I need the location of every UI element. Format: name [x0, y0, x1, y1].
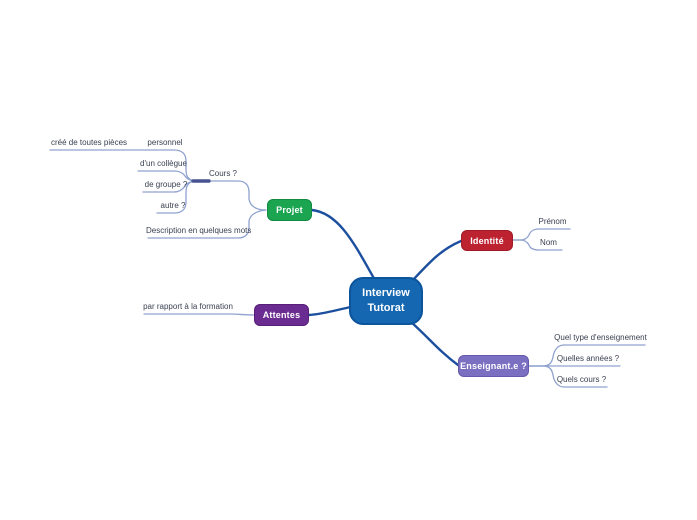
- leaf-prenom[interactable]: Prénom: [538, 217, 567, 226]
- leaf-attente-formation[interactable]: par rapport à la formation: [143, 302, 233, 311]
- edge-identite-prenom: [512, 228, 571, 241]
- edge-center-projet: [310, 208, 378, 284]
- central-topic-line2: Tutorat: [367, 302, 405, 314]
- leaf-quels-cours[interactable]: Quels cours ?: [556, 375, 607, 384]
- branch-node-enseignant[interactable]: Enseignant.e ?: [458, 355, 529, 377]
- central-topic-node[interactable]: Interview Tutorat: [349, 277, 423, 325]
- leaf-description[interactable]: Description en quelques mots: [146, 226, 252, 235]
- leaf-cours[interactable]: Cours ?: [208, 169, 237, 178]
- leaf-groupe[interactable]: de groupe ?: [144, 180, 188, 189]
- leaf-annees[interactable]: Quelles années ?: [556, 354, 620, 363]
- edge-center-attentes: [307, 305, 353, 317]
- edge-projet-cours: [195, 180, 267, 211]
- leaf-personnel[interactable]: personnel: [147, 138, 183, 147]
- edge-projet-description: [147, 209, 267, 239]
- edge-enseignant-cours: [528, 365, 608, 388]
- leaf-collegue[interactable]: d'un collègue: [140, 159, 187, 168]
- leaf-cree[interactable]: créé de toutes pièces: [50, 138, 128, 147]
- branch-node-identite[interactable]: Identité: [461, 230, 513, 251]
- edge-cours-autre: [156, 180, 198, 214]
- leaf-nom[interactable]: Nom: [540, 238, 557, 247]
- branch-node-attentes[interactable]: Attentes: [254, 304, 309, 326]
- leaf-autre[interactable]: autre ?: [160, 201, 186, 210]
- edge-identite-nom: [512, 239, 563, 251]
- branch-node-projet[interactable]: Projet: [267, 199, 312, 221]
- edge-center-enseignant: [409, 320, 460, 367]
- leaf-type-enseignement[interactable]: Quel type d'enseignement: [554, 333, 647, 342]
- central-topic-line1: Interview: [362, 287, 410, 300]
- edge-center-identite: [410, 239, 463, 283]
- edge-attentes-formation: [143, 313, 255, 316]
